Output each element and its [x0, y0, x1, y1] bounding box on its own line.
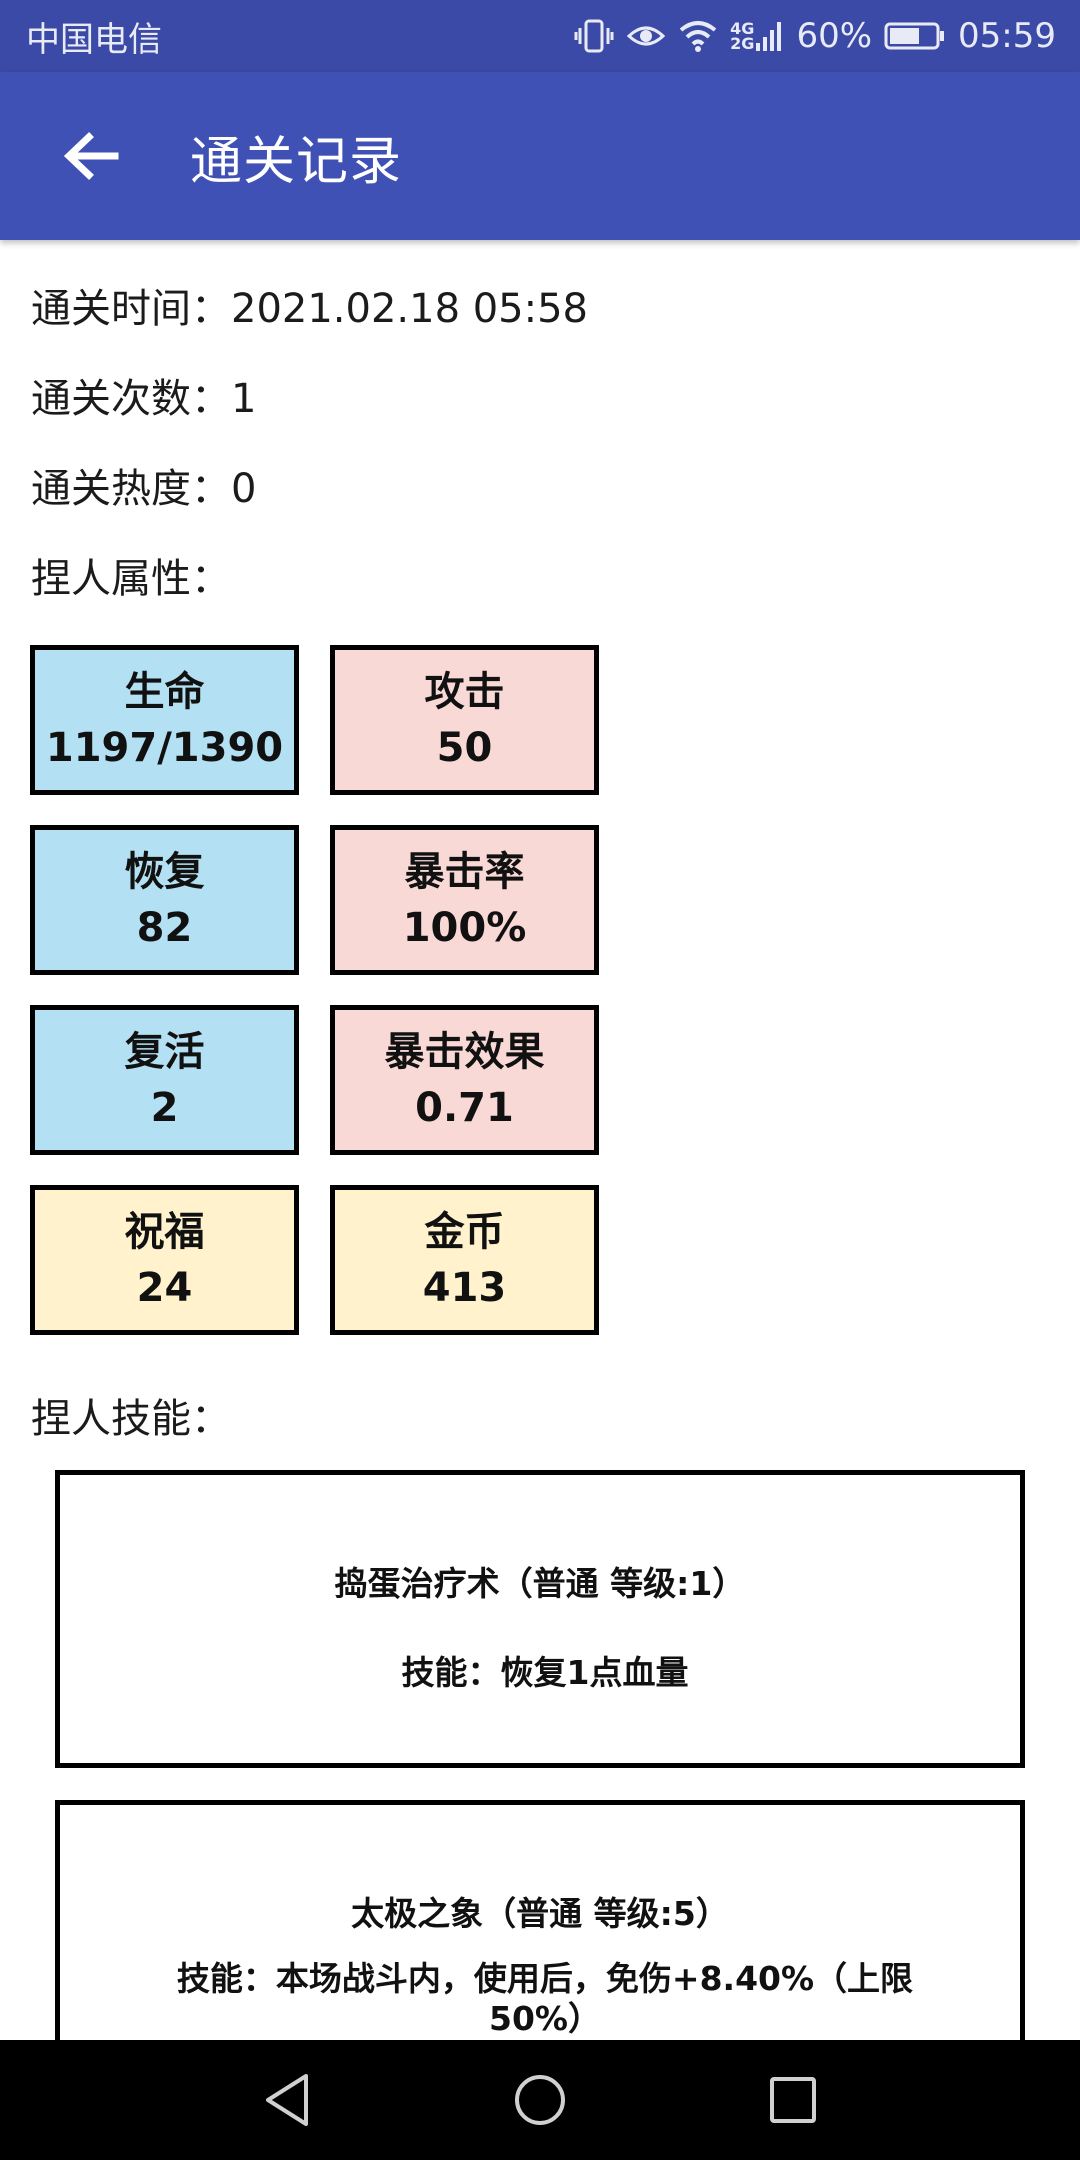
stat-name: 暴击效果 — [384, 1029, 545, 1075]
clear-count: 通关次数：1 — [31, 376, 257, 422]
stat-crit-rate: 暴击率 100% — [330, 825, 599, 975]
triangle-back-icon — [265, 2074, 308, 2126]
clock: 05:59 — [958, 16, 1056, 56]
back-button[interactable] — [46, 111, 136, 201]
record-content[interactable]: 通关时间：2021.02.18 05:58 通关次数：1 通关热度：0 捏人属性… — [0, 240, 1080, 2040]
network-type-bottom: 2G — [730, 34, 755, 53]
page-title: 通关记录 — [190, 131, 403, 192]
battery-icon — [884, 21, 946, 51]
nav-recents-button[interactable] — [748, 2055, 838, 2145]
stat-recovery: 恢复 82 — [30, 825, 299, 975]
stat-hp: 生命 1197/1390 — [30, 645, 299, 795]
stat-name: 金币 — [424, 1209, 505, 1255]
square-recents-icon — [770, 2077, 817, 2123]
stat-attack: 攻击 50 — [330, 645, 599, 795]
clear-heat: 通关热度：0 — [31, 466, 257, 512]
stat-value: 2 — [150, 1085, 179, 1131]
app-bar: 通关记录 — [0, 72, 1080, 240]
nav-back-button[interactable] — [242, 2055, 332, 2145]
stat-gold: 金币 413 — [330, 1185, 599, 1335]
clear-time: 通关时间：2021.02.18 05:58 — [31, 286, 589, 332]
stat-value: 24 — [136, 1265, 193, 1311]
skill-name: 捣蛋治疗术（普通 等级:1） — [334, 1564, 746, 1603]
skill-description: 技能：恢复1点血量 — [401, 1653, 689, 1692]
stat-revive: 复活 2 — [30, 1005, 299, 1155]
stat-value: 0.71 — [415, 1085, 514, 1131]
battery-percent: 60% — [796, 16, 873, 56]
stat-blessing: 祝福 24 — [30, 1185, 299, 1335]
stat-value: 100% — [402, 905, 527, 951]
stat-value: 82 — [136, 905, 193, 951]
stat-value: 50 — [436, 725, 493, 771]
skill-name: 太极之象（普通 等级:5） — [351, 1894, 729, 1933]
stat-name: 暴击率 — [404, 849, 525, 895]
carrier-label: 中国电信 — [26, 19, 162, 60]
stat-value: 413 — [422, 1265, 507, 1311]
skill-description: 技能：本场战斗内，使用后，免伤+8.40%（上限50%） — [176, 1959, 914, 2038]
arrow-back-icon — [63, 132, 119, 180]
network-type-top: 4G — [730, 19, 755, 38]
stat-name: 攻击 — [424, 669, 505, 715]
stat-name: 复活 — [124, 1029, 205, 1075]
navigation-bar — [0, 2040, 1080, 2160]
nav-home-button[interactable] — [495, 2055, 585, 2145]
skill-card: 太极之象（普通 等级:5） 技能：本场战斗内，使用后，免伤+8.40%（上限50… — [55, 1800, 1025, 2040]
stat-value: 1197/1390 — [45, 725, 284, 771]
skill-card: 捣蛋治疗术（普通 等级:1） 技能：恢复1点血量 — [55, 1470, 1025, 1768]
wifi-icon — [678, 18, 718, 54]
skills-label: 捏人技能： — [31, 1396, 231, 1442]
attributes-label: 捏人属性： — [31, 556, 231, 602]
circle-home-icon — [514, 2075, 565, 2125]
stat-name: 恢复 — [124, 849, 205, 895]
status-bar: 中国电信 4G 2G 60% 05:59 — [0, 0, 1080, 72]
cellular-signal-icon: 4G 2G — [730, 19, 784, 53]
stat-name: 祝福 — [124, 1209, 205, 1255]
status-icons: 4G 2G 60% 05:59 — [574, 16, 1056, 56]
stat-name: 生命 — [124, 669, 205, 715]
vibrate-icon — [574, 18, 614, 54]
eye-comfort-icon — [626, 18, 666, 54]
stat-crit-effect: 暴击效果 0.71 — [330, 1005, 599, 1155]
